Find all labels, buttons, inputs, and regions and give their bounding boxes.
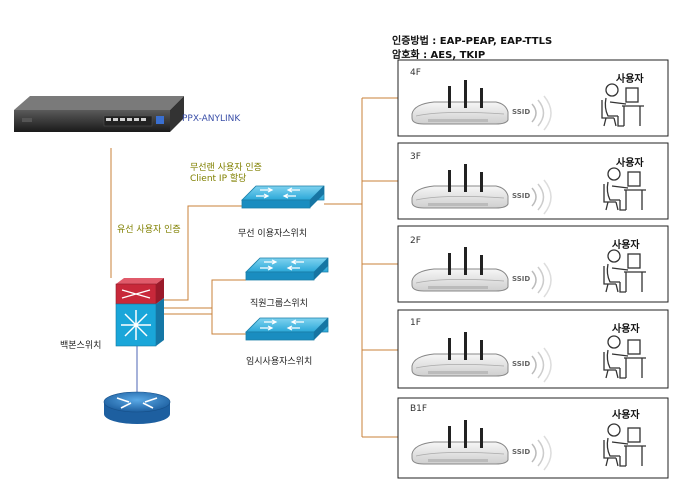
- ppx-anylink-device: [14, 96, 184, 132]
- floor-name: B1F: [410, 404, 428, 414]
- floor-panel: [397, 59, 669, 137]
- device-label: PPX-ANYLINK: [182, 114, 241, 124]
- floor-name: 1F: [410, 318, 421, 328]
- backbone-switch: [115, 278, 164, 347]
- cabling: [110, 97, 398, 438]
- wireless-switch-label: 무선 이용자스위치: [238, 229, 308, 239]
- floor-name: 4F: [410, 68, 421, 78]
- floor-name: 3F: [410, 152, 421, 162]
- client-ip-label: Client IP 할당: [190, 174, 247, 184]
- temp-switch-label: 임시사용자스위치: [246, 357, 313, 367]
- staff-group-switch: [245, 257, 329, 281]
- backbone-label: 백본스위치: [60, 341, 102, 351]
- ssid-label: SSID: [512, 275, 531, 283]
- temp-user-switch: [245, 317, 329, 341]
- router: [103, 391, 171, 424]
- user-label: 사용자: [612, 410, 640, 421]
- ssid-label: SSID: [512, 192, 531, 200]
- staff-switch-label: 직원그룹스위치: [250, 299, 308, 309]
- user-label: 사용자: [616, 74, 644, 85]
- ssid-label: SSID: [512, 360, 531, 368]
- ssid-label: SSID: [512, 108, 531, 116]
- ssid-label: SSID: [512, 448, 531, 456]
- wired-auth-label: 유선 사용자 인증: [117, 225, 181, 235]
- floor-panel: [397, 397, 669, 479]
- user-label: 사용자: [612, 240, 640, 251]
- user-label: 사용자: [612, 324, 640, 335]
- user-label: 사용자: [616, 158, 644, 169]
- floor-name: 2F: [410, 236, 421, 246]
- floor-panels: [397, 59, 669, 479]
- wireless-user-switch: [241, 185, 325, 209]
- auth-method-text: 인증방법 : EAP-PEAP, EAP-TTLS: [392, 36, 553, 47]
- wireless-auth-label: 무선랜 사용자 인증: [190, 163, 262, 173]
- encryption-text: 암호화 : AES, TKIP: [392, 50, 486, 61]
